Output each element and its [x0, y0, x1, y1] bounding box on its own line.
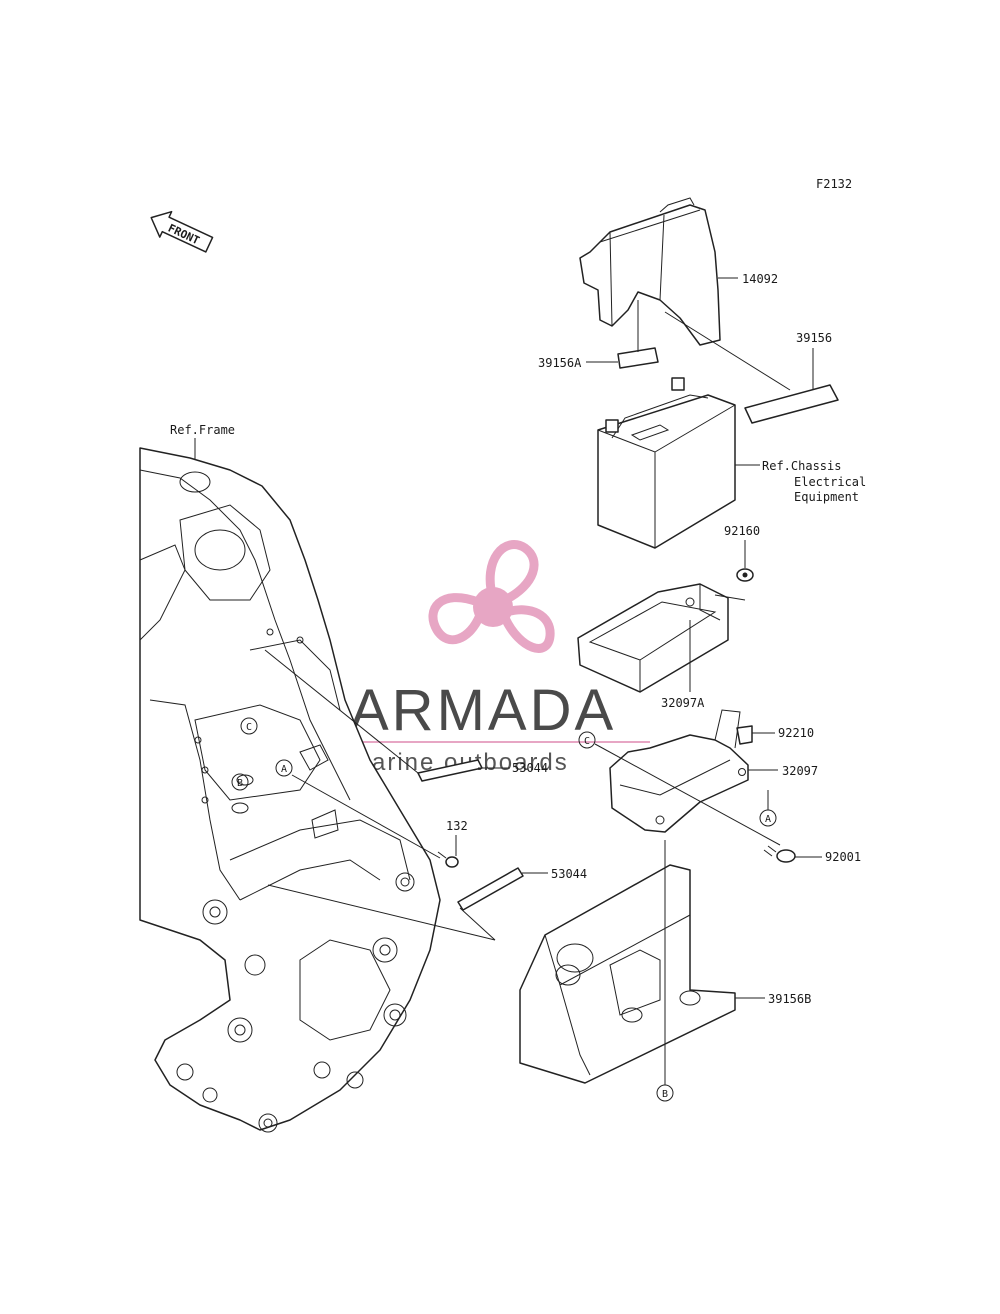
bolt-132: [437, 851, 459, 868]
part-132-label: 132: [446, 819, 468, 833]
leader-53044-down: [459, 907, 496, 941]
figure-code: F2132: [816, 177, 852, 191]
frame: [139, 447, 441, 1133]
part-39156-label: 39156: [796, 331, 832, 345]
battery-terminal-negative: [605, 419, 619, 433]
battery-bracket: [609, 709, 749, 833]
part-32097-label: 32097: [782, 764, 818, 778]
part-53044-lower-label: 53044: [551, 867, 587, 881]
leader-frame-lower: [267, 884, 496, 941]
part-39156b-label: 39156B: [768, 992, 811, 1006]
nut-hole: [742, 572, 748, 578]
bracket-hole-2: [738, 768, 746, 776]
part-92160-label: 92160: [724, 524, 760, 538]
battery-terminal-positive: [671, 377, 685, 391]
pad-39156a: [617, 347, 659, 369]
leader-c-bolt: [594, 743, 781, 846]
part-92001-label: 92001: [825, 850, 861, 864]
watermark-title: ARMADA: [350, 678, 616, 743]
leader-39156-diag: [664, 311, 791, 391]
leader-frame-upper: [264, 649, 419, 774]
battery-cover: [579, 197, 721, 346]
pad-39156: [744, 384, 839, 424]
bracket-hole-1: [655, 815, 665, 825]
part-32097a-label: 32097A: [661, 696, 705, 710]
marker-a-left: [275, 759, 293, 777]
propeller-logo-icon: [428, 540, 555, 653]
marker-b-left: [231, 773, 249, 791]
battery: [597, 377, 736, 549]
part-14092-label: 14092: [742, 272, 778, 286]
ref-frame-label: Ref.Frame: [170, 423, 235, 437]
part-39156a-label: 39156A: [538, 356, 582, 370]
front-arrow-icon: FRONT: [150, 210, 214, 253]
marker-c-left: [240, 717, 258, 735]
leader-frame-bolt: [291, 774, 441, 859]
battery-tray: [577, 583, 746, 693]
case-hole-2: [555, 964, 581, 986]
clip-92210: [736, 725, 753, 745]
case-hole-3: [621, 1007, 643, 1023]
case-hole-1: [556, 943, 594, 973]
marker-c-left-text: C: [246, 722, 252, 733]
marker-b-bottom: [656, 1084, 674, 1102]
marker-c-right: [578, 731, 596, 749]
ref-chassis-line3: Equipment: [794, 490, 859, 504]
marker-a-right-text: A: [765, 814, 771, 825]
strip-53044-lower: [457, 867, 524, 911]
bolt-92001: [763, 845, 796, 863]
marker-b-left-text: B: [237, 778, 243, 789]
part-92210-label: 92210: [778, 726, 814, 740]
marker-b-bottom-text: B: [662, 1089, 668, 1100]
battery-case: [519, 864, 736, 1084]
ref-chassis-line1: Ref.Chassis: [762, 459, 841, 473]
propeller-hub: [473, 587, 513, 627]
case-hole-4: [679, 990, 701, 1006]
part-53044-upper-label: 53044: [512, 761, 548, 775]
marker-a-left-text: A: [281, 764, 287, 775]
tray-hole: [685, 597, 695, 607]
ref-chassis-line2: Electrical: [794, 475, 866, 489]
marker-c-right-text: C: [584, 736, 590, 747]
